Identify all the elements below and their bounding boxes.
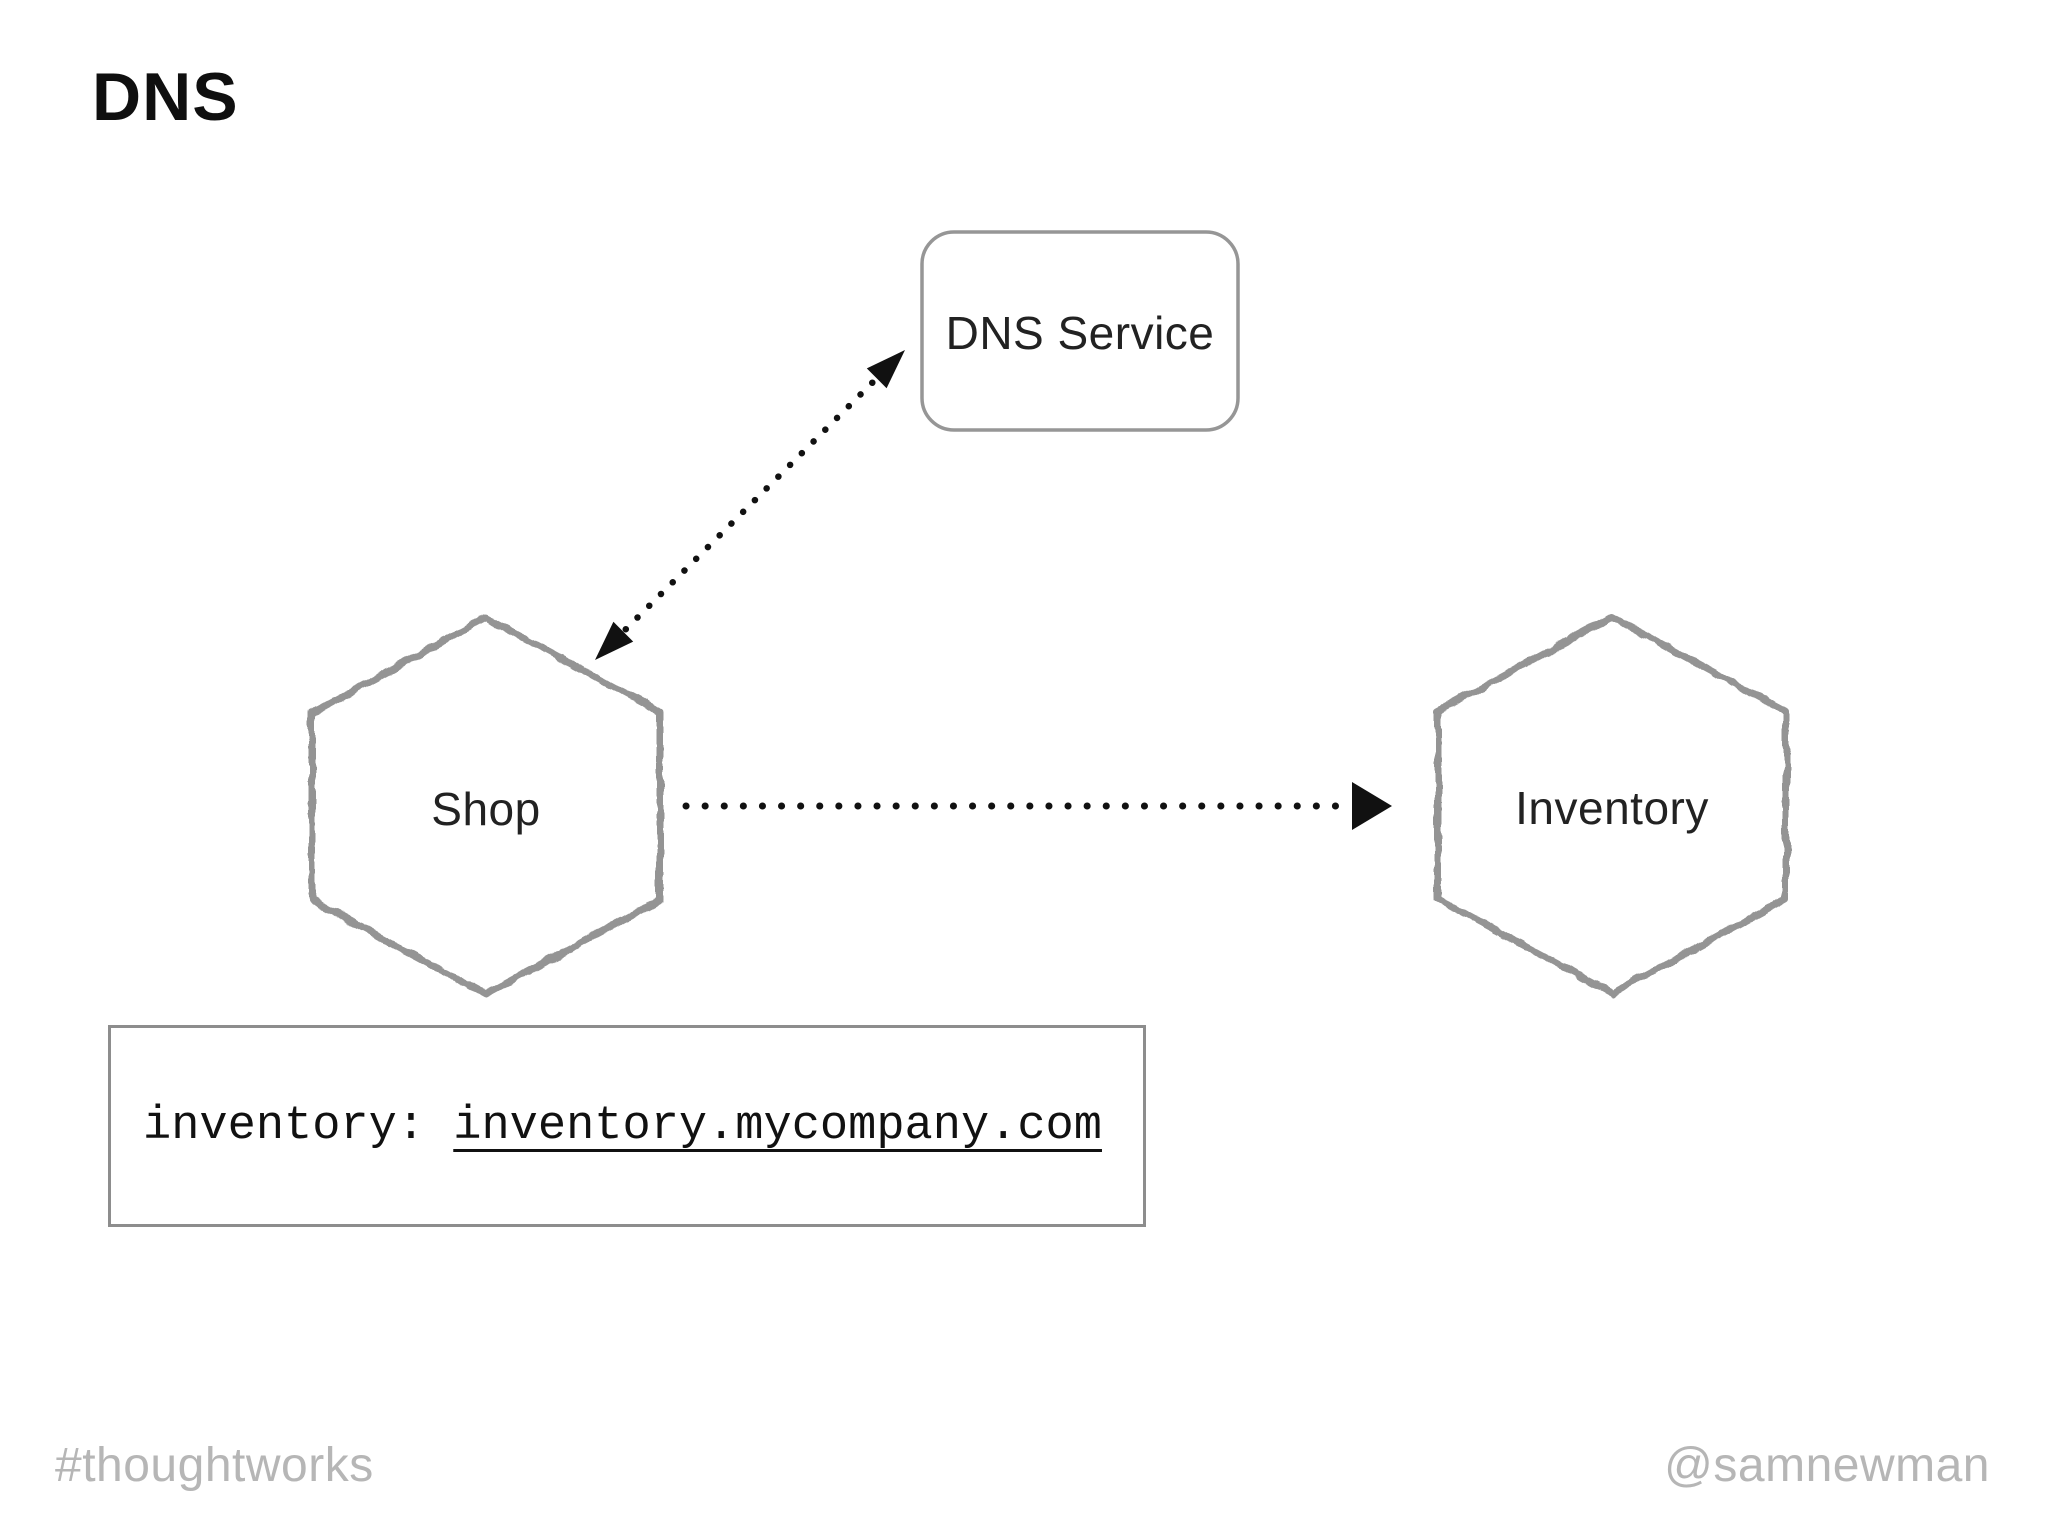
arrowhead-to-inventory (1352, 782, 1392, 830)
edge-shop-dns-service (595, 350, 905, 660)
inventory-label: Inventory (1515, 782, 1709, 834)
dns-entry-value: inventory.mycompany.com (453, 1099, 1102, 1153)
dns-entry-box: inventory: inventory.mycompany.com (108, 1025, 1146, 1227)
dns-entry-key: inventory: (143, 1099, 454, 1153)
shop-label: Shop (431, 783, 541, 835)
dns-service-label: DNS Service (945, 307, 1215, 359)
footer-handle: @samnewman (1664, 1439, 1990, 1492)
edge-shop-inventory (682, 782, 1392, 830)
shop-hexagon (308, 614, 664, 998)
inventory-hexagon (1434, 613, 1790, 997)
arrowhead-to-shop (595, 621, 634, 660)
slide-title: DNS (92, 59, 239, 135)
dns-service-box (920, 230, 1240, 432)
footer-hashtag: #thoughtworks (55, 1439, 374, 1492)
arrowhead-to-dns-service (866, 350, 905, 389)
